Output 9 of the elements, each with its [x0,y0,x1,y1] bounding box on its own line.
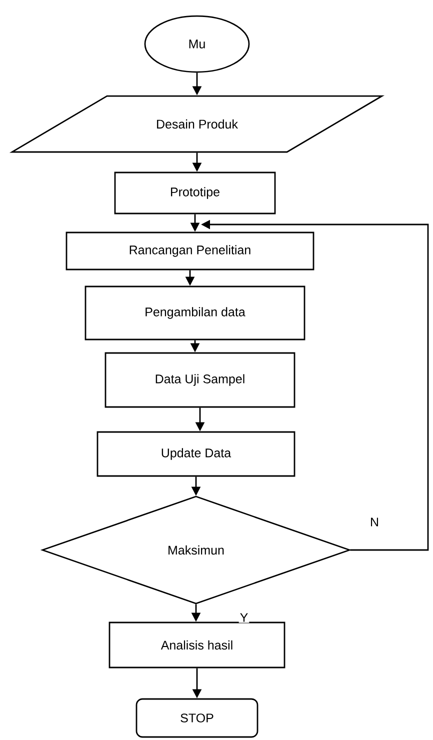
process-box: Data Uji Sampel [104,352,296,408]
process-box: Pengambilan data [84,286,306,340]
edge-label: N [368,516,380,528]
process-box: Prototipe [114,172,276,214]
edge-label: Y [238,612,250,623]
process-box: Analisis hasil [108,622,286,668]
process-box: Update Data [96,431,296,477]
process-box: Rancangan Penelitian [66,232,314,270]
terminal-box: STOP [136,698,258,738]
